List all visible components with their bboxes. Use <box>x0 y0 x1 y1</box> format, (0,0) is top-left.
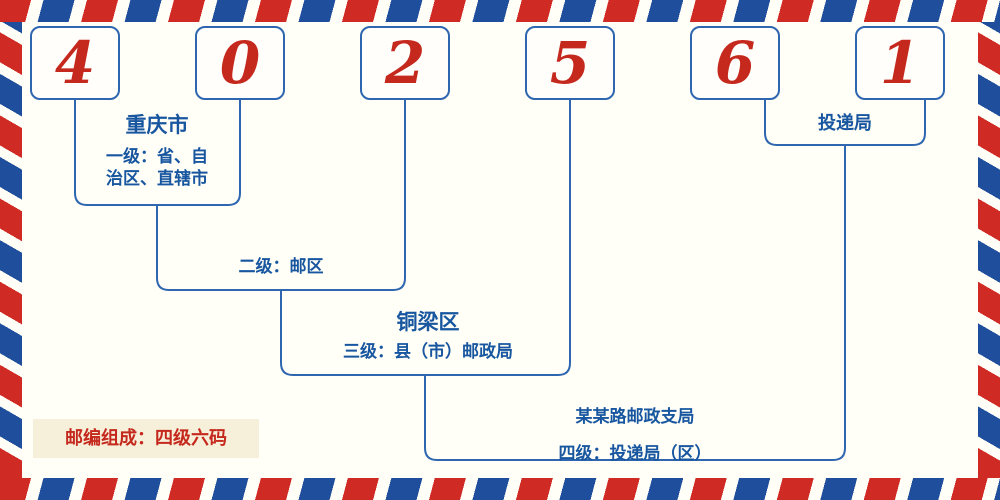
airmail-border-left <box>0 22 22 478</box>
digit-box-5: 6 <box>690 26 780 100</box>
digit-box-1: 4 <box>30 26 120 100</box>
digit-box-6: 1 <box>855 26 945 100</box>
level3-label-group: 铜梁区 三级：县（市）邮政局 <box>328 309 528 363</box>
level4-label-group: 某某路邮政支局 四级：投递局（区） <box>510 391 760 465</box>
level1-desc-line1: 一级：省、自 <box>106 147 208 167</box>
level2-label: 二级：邮区 <box>238 257 324 277</box>
footer-composition-badge: 邮编组成：四级六码 <box>33 419 259 458</box>
level4-place-label: 某某路邮政支局 <box>575 407 695 427</box>
level1-desc-line2: 治区、直辖市 <box>106 169 208 189</box>
level1-label-group: 重庆市 一级：省、自 治区、直辖市 <box>57 112 257 190</box>
digit-5: 6 <box>714 29 756 97</box>
level3-place-label: 铜梁区 <box>396 310 460 334</box>
delivery-office-label: 投递局 <box>818 113 872 134</box>
digit-4: 5 <box>549 29 591 97</box>
digit-3: 2 <box>384 29 426 97</box>
airmail-border-top <box>0 0 1000 22</box>
level1-place-label: 重庆市 <box>125 113 189 137</box>
digit-1: 4 <box>54 29 96 97</box>
digit-6: 1 <box>879 29 921 97</box>
digit-box-2: 0 <box>195 26 285 100</box>
digit-2: 0 <box>219 29 261 97</box>
digit-box-4: 5 <box>525 26 615 100</box>
digit-box-3: 2 <box>360 26 450 100</box>
level3-desc-label: 三级：县（市）邮政局 <box>343 342 513 362</box>
level4-desc-label: 四级：投递局（区） <box>558 444 712 464</box>
airmail-border-bottom <box>0 478 1000 500</box>
airmail-border-right <box>978 22 1000 478</box>
